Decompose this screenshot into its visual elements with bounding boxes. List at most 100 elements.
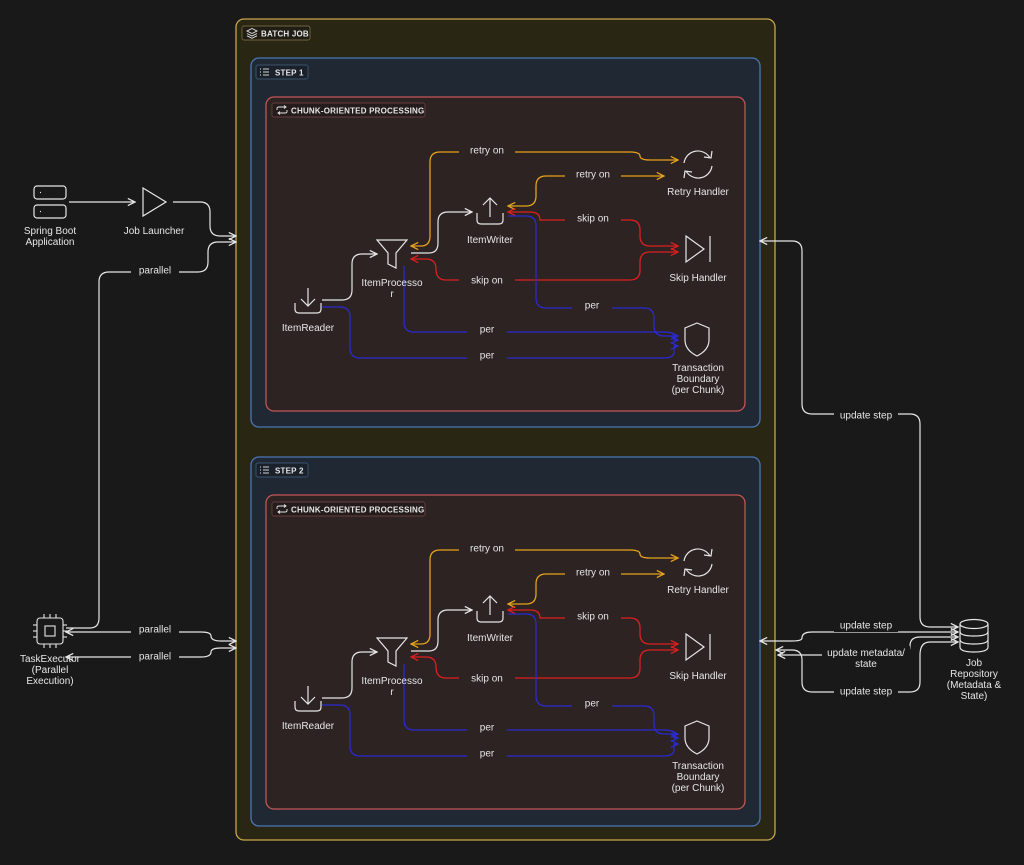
item-writer-node[interactable]: ItemWriter [467, 197, 514, 246]
task-executor-label-3: Execution) [26, 676, 73, 687]
edge-label-per-chunk-writer: per [572, 298, 612, 312]
edge-label-update-step-1: update step [834, 408, 898, 422]
edge-skip-processor [411, 252, 678, 281]
transaction-boundary-label-3: (per Chunk) [672, 783, 725, 794]
edge-executor-to-step2-a [66, 632, 236, 641]
spring-boot-node[interactable]: Spring Boot Application [24, 185, 76, 248]
edge-reader-to-processor [322, 254, 377, 301]
edge-per-chunk-reader [322, 704, 678, 757]
step2-title: STEP 2 [275, 467, 304, 476]
edge-per-chunk-processor [403, 664, 678, 738]
batch-job-tag [241, 25, 311, 41]
repeat-icon [276, 504, 288, 514]
svg-text:per: per [585, 699, 600, 710]
svg-text:state: state [855, 659, 877, 670]
svg-text:skip on: skip on [471, 276, 503, 287]
download-icon [294, 686, 322, 712]
spring-boot-label-2: Application [26, 237, 75, 248]
edge-label-retry-writer: retry on [565, 167, 621, 181]
list-icon [260, 68, 269, 76]
transaction-boundary-label-2: Boundary [677, 772, 720, 783]
svg-text:per: per [480, 749, 495, 760]
edge-label-update-step-3: update step [834, 684, 898, 698]
svg-text:skip on: skip on [577, 214, 609, 225]
job-repository-label-2: Repository [950, 669, 998, 680]
edge-label-per-chunk-reader: per [467, 746, 507, 760]
svg-text:update step: update step [840, 411, 893, 422]
job-repository-node[interactable]: Job Repository (Metadata & State) [947, 618, 1002, 703]
job-launcher-label: Job Launcher [124, 226, 185, 237]
svg-text:per: per [585, 301, 600, 312]
retry-handler-node[interactable]: Retry Handler [667, 548, 730, 596]
svg-text:per: per [480, 723, 495, 734]
filter-icon [375, 239, 409, 269]
item-reader-node[interactable]: ItemReader [282, 686, 335, 732]
step1-tag [255, 64, 309, 80]
edge-label-per-chunk-processor: per [467, 322, 507, 336]
retry-handler-label: Retry Handler [667, 585, 729, 596]
svg-text:retry on: retry on [470, 146, 504, 157]
edge-repo-to-step1 [760, 241, 958, 627]
step2-chunk-title: CHUNK-ORIENTED PROCESSING [291, 506, 424, 515]
skip-handler-label: Skip Handler [669, 273, 727, 284]
edge-label-parallel-2: parallel [131, 622, 179, 636]
edge-label-per-chunk-writer: per [572, 696, 612, 710]
item-processor-label: ItemProcesso [361, 278, 423, 289]
step2-chunk-tag [271, 501, 426, 517]
item-processor-node[interactable]: ItemProcesso r [361, 239, 423, 300]
transaction-boundary-label: Transaction [672, 363, 724, 374]
edge-skip-writer [508, 610, 678, 644]
svg-text:update step: update step [840, 621, 893, 632]
item-reader-label: ItemReader [282, 721, 335, 732]
edge-reader-to-processor [322, 652, 377, 699]
item-writer-label: ItemWriter [467, 633, 514, 644]
edge-per-chunk-reader [322, 306, 678, 359]
transaction-boundary-node[interactable]: Transaction Boundary (per Chunk) [672, 720, 725, 794]
edge-label-per-chunk-reader: per [467, 348, 507, 362]
skip-forward-icon [685, 632, 711, 662]
job-launcher-node[interactable]: Job Launcher [124, 186, 185, 237]
task-executor-node[interactable]: TaskExecutor (Parallel Execution) [20, 614, 81, 687]
retry-handler-node[interactable]: Retry Handler [667, 150, 730, 198]
step1-chunk-flow: retry on retry on skip on skip on per pe… [282, 143, 730, 396]
svg-text:parallel: parallel [139, 652, 171, 663]
step2-chunk-flow: retry on retry on skip on skip on per pe… [282, 541, 730, 794]
edge-label-update-step-2: update step [834, 618, 898, 632]
svg-text:parallel: parallel [139, 266, 171, 277]
edge-label-skip-processor: skip on [459, 671, 515, 685]
shield-icon [684, 720, 710, 755]
svg-text:retry on: retry on [576, 568, 610, 579]
edge-retry-processor [411, 549, 678, 644]
cpu-icon [33, 614, 67, 648]
transaction-boundary-label-3: (per Chunk) [672, 385, 725, 396]
item-reader-node[interactable]: ItemReader [282, 288, 335, 334]
item-writer-label: ItemWriter [467, 235, 514, 246]
skip-forward-icon [685, 234, 711, 264]
item-reader-label: ItemReader [282, 323, 335, 334]
play-icon [142, 186, 168, 218]
edge-skip-writer [508, 212, 678, 246]
edge-retry-processor [411, 151, 678, 246]
step1-title: STEP 1 [275, 69, 304, 78]
transaction-boundary-node[interactable]: Transaction Boundary (per Chunk) [672, 322, 725, 396]
edge-label-skip-writer: skip on [565, 609, 621, 623]
svg-text:skip on: skip on [471, 674, 503, 685]
upload-icon [476, 197, 504, 225]
skip-handler-node[interactable]: Skip Handler [669, 632, 727, 682]
svg-text:retry on: retry on [576, 170, 610, 181]
server-icon [33, 185, 67, 219]
edge-label-skip-processor: skip on [459, 273, 515, 287]
job-repository-label-3: (Metadata & [947, 680, 1002, 691]
spring-boot-label: Spring Boot [24, 226, 76, 237]
database-icon [959, 618, 989, 653]
task-executor-label-2: (Parallel [32, 665, 69, 676]
item-processor-node[interactable]: ItemProcesso r [361, 637, 423, 698]
job-repository-label: Job [966, 658, 983, 669]
edge-label-retry-processor: retry on [459, 143, 515, 157]
skip-handler-label: Skip Handler [669, 671, 727, 682]
edge-executor-to-step2-b [66, 648, 236, 657]
item-writer-node[interactable]: ItemWriter [467, 595, 514, 644]
skip-handler-node[interactable]: Skip Handler [669, 234, 727, 284]
edge-label-per-chunk-processor: per [467, 720, 507, 734]
job-repository-label-4: State) [961, 691, 988, 702]
